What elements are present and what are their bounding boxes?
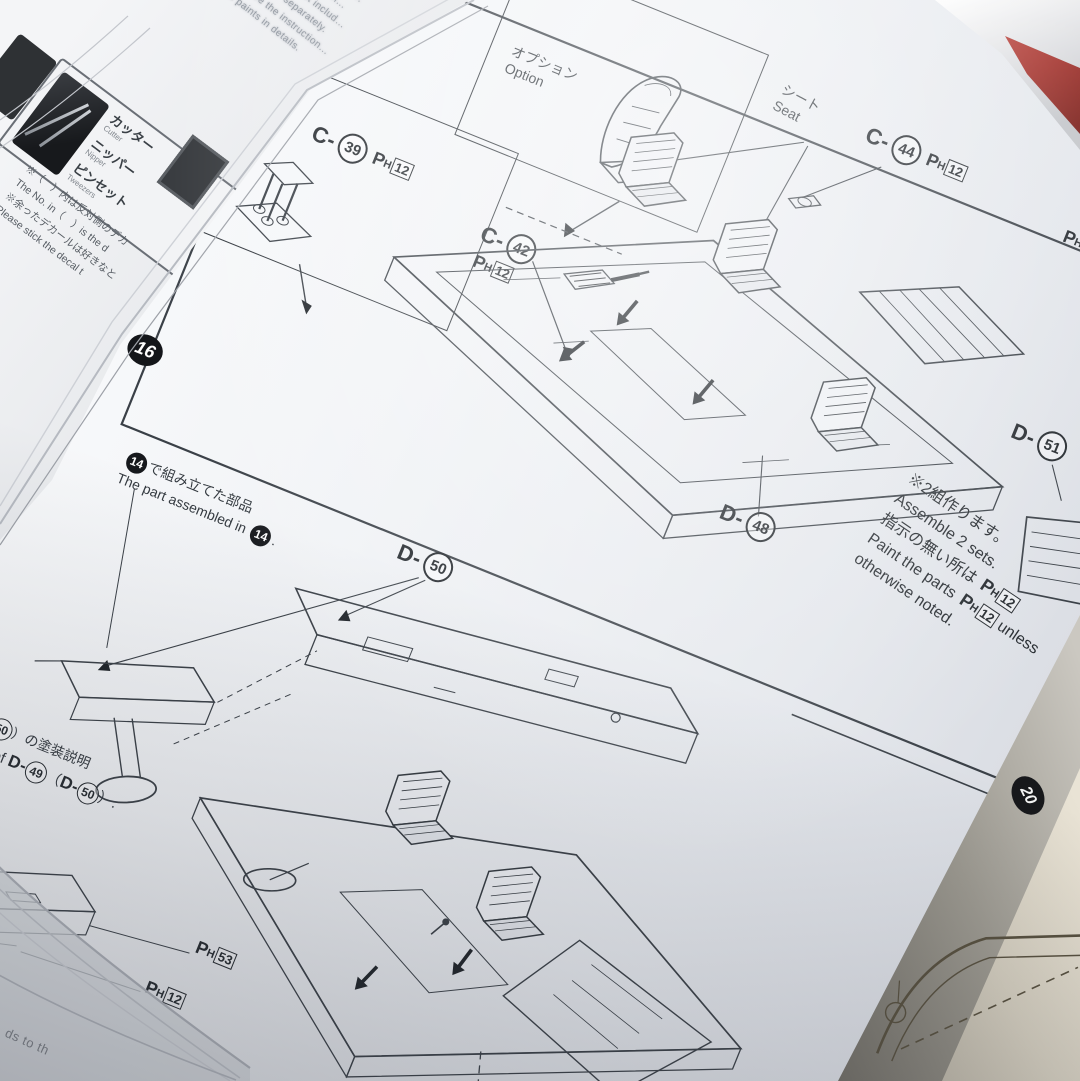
dashboard-floor-assembly-diagram xyxy=(0,587,743,1081)
page-curl-lines xyxy=(0,866,251,1081)
paintbrush-icon xyxy=(562,269,650,290)
page-stack-edge-lines xyxy=(0,0,489,546)
next-page-part-outline xyxy=(875,934,1080,1062)
c39-part-drawing xyxy=(235,161,315,243)
c44-part-drawing xyxy=(787,195,822,209)
d51-part-drawing xyxy=(1017,516,1080,610)
interior-tub-assembly-diagram xyxy=(383,117,1026,540)
